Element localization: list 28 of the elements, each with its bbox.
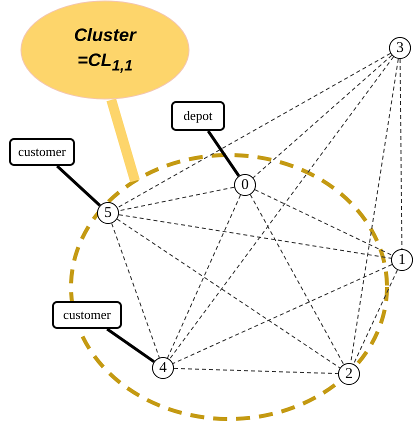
speech-bubble-tail [106, 98, 140, 182]
numbered-node: 1 [391, 249, 413, 271]
dashed-line [252, 54, 392, 178]
dashed-line [117, 52, 391, 208]
callout-box: customer [9, 138, 75, 166]
dashed-line [169, 56, 394, 360]
numbered-node: 5 [97, 202, 119, 224]
numbered-node: 4 [152, 357, 174, 379]
dashed-line [254, 189, 393, 256]
dashed-line [118, 186, 235, 212]
leader-line [106, 328, 155, 363]
numbered-node: 2 [338, 363, 360, 385]
numbered-node: 0 [234, 174, 256, 196]
dashed-line [250, 194, 344, 365]
callout-box: depot [171, 101, 225, 131]
dashed-line [167, 194, 241, 358]
dashed-line [172, 264, 392, 364]
dashed-line [118, 214, 392, 259]
dashed-line [400, 58, 402, 250]
numbered-node: 3 [389, 37, 411, 59]
dashed-line [116, 218, 340, 368]
dashed-line [111, 222, 160, 358]
leader-line [56, 164, 101, 207]
bubble-text: Cluster =CL$_{1,1}$ [72, 24, 138, 76]
dashed-line [353, 270, 398, 364]
dashed-line [174, 368, 338, 374]
callout-box: customer [52, 301, 122, 329]
leader-line [206, 130, 240, 177]
